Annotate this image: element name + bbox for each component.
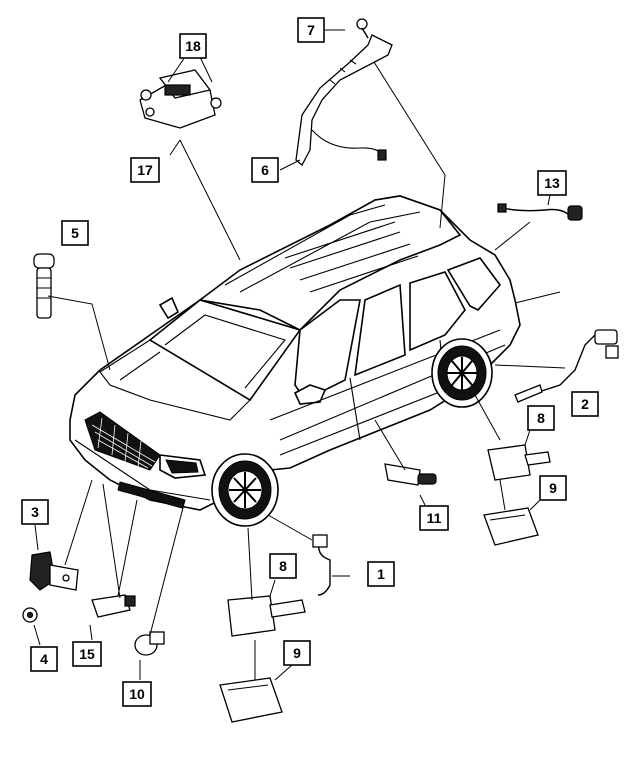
callout-4: 4	[30, 646, 58, 672]
callout-8-right: 8	[527, 405, 555, 431]
part-sensor-15	[91, 594, 136, 618]
callout-2: 2	[571, 391, 599, 417]
callout-9-front: 9	[283, 640, 311, 666]
callout-15: 15	[72, 641, 102, 667]
callout-label: 1	[377, 566, 385, 582]
leader-lines	[33, 29, 566, 681]
part-tpms-sensor-right	[483, 444, 551, 546]
part-sensor-11	[384, 463, 437, 486]
callout-label: 3	[31, 504, 39, 520]
part-front-impact-sensor	[22, 551, 79, 623]
part-sensor-1	[312, 534, 331, 596]
callout-6: 6	[251, 157, 279, 183]
callout-label: 18	[185, 38, 201, 54]
callout-7: 7	[297, 17, 325, 43]
vehicle-illustration	[69, 195, 521, 527]
callout-label: 6	[261, 162, 269, 178]
callout-label: 4	[40, 651, 48, 667]
callout-label: 15	[79, 646, 95, 662]
part-sensor-10	[134, 631, 165, 656]
callout-13: 13	[537, 170, 567, 196]
callout-3: 3	[21, 499, 49, 525]
callout-label: 9	[293, 645, 301, 661]
part-bolt-sensor	[33, 253, 55, 319]
callout-1: 1	[367, 561, 395, 587]
part-curtain-airbag	[295, 18, 393, 167]
callout-label: 8	[537, 410, 545, 426]
callout-label: 7	[307, 22, 315, 38]
callout-label: 2	[581, 396, 589, 412]
part-sensor-harness	[497, 203, 583, 221]
callout-5: 5	[61, 220, 89, 246]
callout-8-front: 8	[269, 553, 297, 579]
callout-label: 10	[129, 686, 145, 702]
callout-label: 5	[71, 225, 79, 241]
callout-18: 18	[179, 33, 207, 59]
callout-label: 9	[549, 480, 557, 496]
callout-10: 10	[122, 681, 152, 707]
callout-9-right: 9	[539, 475, 567, 501]
callout-label: 11	[427, 510, 442, 526]
part-wheel-speed-sensor	[514, 329, 619, 403]
part-impact-sensor-module	[139, 69, 222, 129]
callout-label: 8	[279, 558, 287, 574]
callout-11: 11	[419, 505, 449, 531]
callout-17: 17	[130, 157, 160, 183]
callout-label: 17	[137, 162, 153, 178]
callout-label: 13	[544, 175, 560, 191]
part-tpms-sensor-front	[219, 595, 306, 723]
